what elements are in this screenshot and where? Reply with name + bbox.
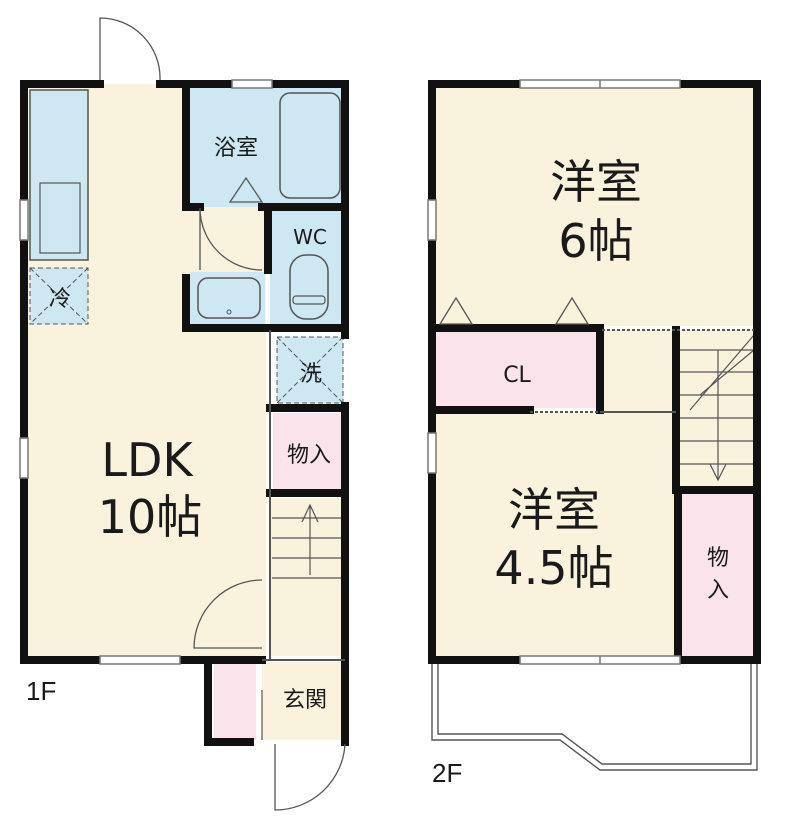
room-label-storage-1f: 物入 [287, 443, 331, 468]
room-label-bath: 浴室 [214, 136, 258, 161]
storage-2f [682, 494, 754, 656]
entrance-floor [262, 662, 346, 740]
hall-floor [602, 330, 676, 414]
room-label-washer: 洗 [300, 362, 322, 387]
stairs-up-arrow-icon [301, 503, 319, 575]
washbasin-icon [197, 277, 261, 319]
room-label-wc: WC [293, 225, 327, 249]
shoe-box [214, 662, 256, 740]
floor-label-1f: 1F [26, 676, 56, 706]
stairs-2f [678, 330, 754, 490]
closet-floor [436, 330, 600, 408]
room-label-western-a: 洋室 [550, 155, 642, 209]
labels: 浴室 WC 冷 洗 物入 LDK 10帖 玄関 1F 洋室 6帖 CL 洋室 4… [26, 136, 729, 788]
toilet-icon [289, 254, 329, 320]
bath-door-icon [228, 176, 264, 203]
room-label-western-a-size: 6帖 [558, 214, 633, 268]
door-swing-icon [99, 17, 346, 811]
room-label-fridge: 冷 [49, 287, 71, 312]
window-2f-left-b [427, 432, 437, 474]
floor-label-2f: 2F [432, 758, 462, 788]
window-1f-left-a [19, 199, 29, 241]
stairs-down-arrow-icon [709, 350, 727, 482]
room-label-ldk: LDK [101, 433, 194, 487]
western-room-a-floor [436, 84, 754, 326]
door-swing-icon [438, 296, 590, 325]
bathtub-icon [279, 92, 341, 199]
room-label-western-b-size: 4.5帖 [494, 541, 613, 595]
western-room-b-floor [436, 412, 676, 658]
balcony [431, 664, 758, 771]
room-label-storage-2f-line1: 物 [707, 546, 729, 571]
washer-spot [276, 336, 344, 404]
window-1f-top [231, 79, 273, 89]
window-2f-left-a [427, 199, 437, 241]
storage-1f [273, 413, 345, 491]
room-label-western-b: 洋室 [508, 483, 600, 537]
kitchen-sink [39, 182, 81, 254]
drain-icon [226, 309, 232, 315]
window-1f-bottom [99, 655, 181, 665]
floor-2 [427, 79, 761, 771]
floor-1 [19, 17, 349, 811]
stairs-1f [270, 498, 346, 656]
window-1f-left-b [19, 437, 29, 479]
room-label-closet: CL [503, 363, 531, 388]
room-label-ldk-size: 10帖 [98, 490, 203, 544]
room-label-storage-2f-line2: 入 [707, 578, 729, 603]
room-label-entrance: 玄関 [283, 688, 327, 713]
